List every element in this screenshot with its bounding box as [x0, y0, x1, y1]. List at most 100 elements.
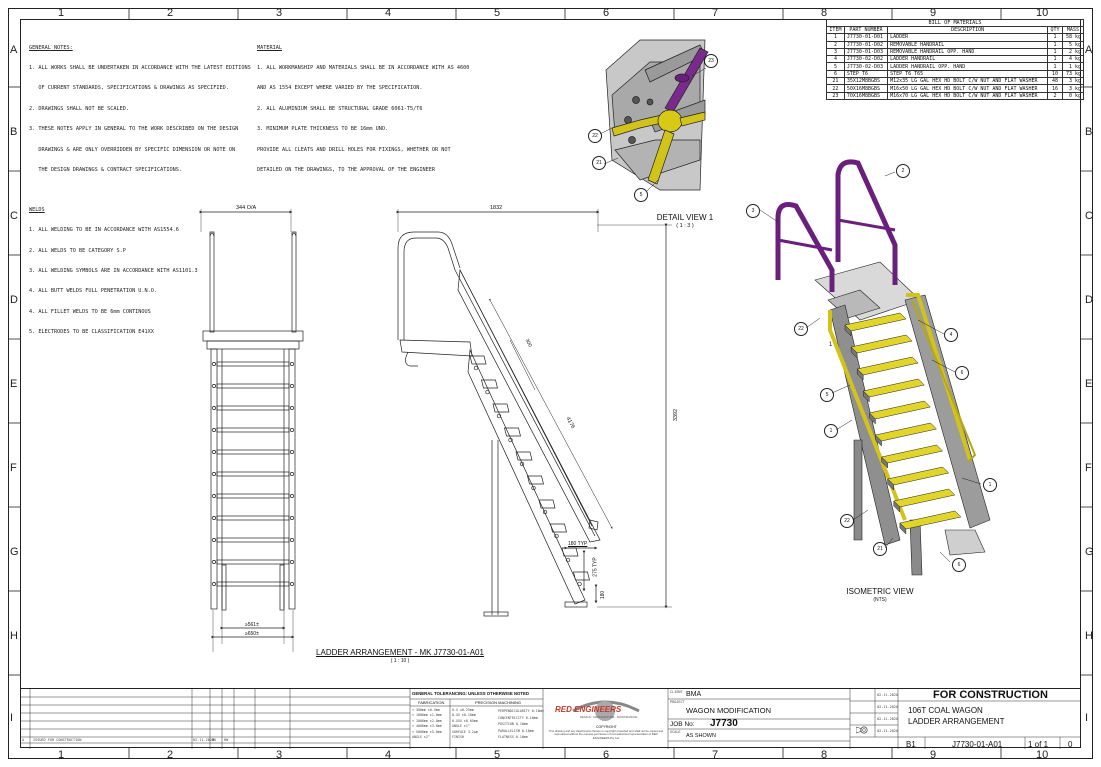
material-notes-title: MATERIAL — [257, 44, 282, 51]
bom-mass: 4 kg — [1061, 55, 1085, 64]
side-step-bolt — [577, 581, 582, 587]
approved-date: 02-11-2020 — [877, 717, 899, 721]
gdt-row: PERPENDICULARITY 0.10mm — [498, 709, 544, 713]
bom-part: 70X16M8BGBS — [843, 91, 889, 100]
side-step-tread — [538, 499, 556, 509]
job-label: JOB No: — [670, 721, 695, 728]
side-step-tread — [492, 403, 510, 413]
zone-row-g-right: G — [1085, 546, 1094, 558]
project-value: WAGON MODIFICATION — [686, 706, 771, 715]
front-step-tread — [216, 471, 290, 477]
zone-row-e: E — [10, 378, 18, 390]
zone-col-1-bottom: 1 — [58, 749, 65, 761]
bom-desc: LADDER HANDRAIL — [887, 55, 1049, 64]
general-note-line: 2. DRAWINGS SHALL NOT BE SCALED. — [29, 105, 129, 112]
weld-notes-title: WELDS — [29, 206, 45, 213]
weld-note-line: 2. ALL WELDS TO BE CATEGORY S.P — [29, 247, 126, 254]
front-step-tread — [216, 405, 290, 411]
bom-mass: 2 kg — [1061, 47, 1085, 57]
bom-header-row: ITEM PART NUMBER DESCRIPTION QTY MASS — [826, 25, 1085, 35]
zone-col-10-bottom: 10 — [1036, 749, 1049, 761]
side-step-bolt — [519, 461, 525, 467]
balloon-23: 23 — [704, 54, 718, 68]
zone-row-i-right: I — [1085, 712, 1089, 724]
front-step-bolt — [212, 362, 216, 366]
side-step-bolt — [508, 437, 513, 443]
bom-col-desc: DESCRIPTION — [887, 25, 1049, 35]
side-step-bolt — [496, 413, 502, 419]
general-note-line: OF CURRENT STANDARDS, SPECIFICATIONS & D… — [29, 85, 229, 92]
front-step-tread — [216, 427, 290, 433]
zone-col-9: 9 — [930, 7, 937, 19]
client-value: BMA — [686, 691, 702, 698]
title-block: A ISSUED FOR CONSTRUCTION 02-11-2020 MK … — [20, 688, 1081, 749]
iso-step-side — [887, 478, 894, 491]
zone-col-6-bottom: 6 — [603, 749, 610, 761]
tol-row: < 2000mm ±2.0mm — [412, 718, 442, 723]
detail-view-scale: ( 1 : 3 ) — [676, 223, 694, 229]
bom-title: BILL OF MATERIALS — [826, 19, 1084, 26]
front-step-bolt — [290, 384, 294, 388]
side-step-bolt — [554, 533, 559, 539]
bom-part: J7730-01-D03 — [843, 47, 889, 57]
balloon-5: 5 — [820, 388, 834, 402]
drawing-inner-border — [20, 19, 1081, 748]
front-step-bolt — [290, 582, 294, 586]
copyright-text: This drawing and any attachments thereto… — [548, 729, 664, 740]
fabrication-label: FABRICATION — [418, 700, 445, 705]
side-step-bolt — [531, 485, 536, 491]
side-step-tread — [573, 571, 590, 581]
issued-date: 02-11-2020 — [877, 729, 899, 733]
iso-step-tread — [874, 422, 938, 442]
zone-col-8: 8 — [821, 7, 828, 19]
balloon-6: 6 — [955, 366, 969, 380]
checked-date: 02-11-2020 — [877, 705, 899, 709]
bom-desc: M16x70 LG GAL HEX HD BOLT C/W NUT AND FL… — [887, 91, 1049, 100]
bom-col-mass: MASS — [1061, 25, 1085, 35]
weld-note-line: 5. ELECTRODES TO BE CLASSIFICATION E41XX — [29, 329, 154, 336]
side-length-dim: 1832 — [490, 205, 503, 211]
revision-number: 0 — [1068, 740, 1073, 749]
front-width-dim: 344 O/A — [236, 205, 257, 211]
side-view — [396, 209, 672, 617]
zone-row-d-right: D — [1085, 294, 1093, 306]
front-step-tread — [216, 581, 290, 587]
front-step-bolt — [290, 472, 294, 476]
iso-step-side — [893, 500, 901, 513]
main-view-title: LADDER ARRANGEMENT - MK J7730-01-A01 — [316, 648, 484, 657]
step-rise-dim: 275 TYP — [592, 557, 599, 577]
general-notes: GENERAL NOTES: 1. ALL WORKS SHALL BE UND… — [29, 31, 251, 343]
front-step-tread — [216, 493, 290, 499]
isometric-view-title: ISOMETRIC VIEW — [846, 587, 914, 596]
balloon-6: 6 — [952, 558, 966, 572]
client-label: CLIENT — [670, 690, 683, 694]
zone-row-h-right: H — [1085, 630, 1093, 642]
balloon-leaders — [599, 67, 982, 563]
material-note-line: PROVIDE ALL CLEATS AND DRILL HOLES FOR F… — [257, 146, 451, 153]
front-step-bolt — [212, 384, 216, 388]
zone-col-5: 5 — [494, 7, 501, 19]
detail-view-title: DETAIL VIEW 1 — [656, 213, 714, 222]
iso-step-tread — [868, 400, 931, 420]
side-step-bolt — [565, 557, 571, 563]
zone-row-c: C — [10, 210, 18, 222]
side-step-tread — [481, 379, 498, 389]
balloon-22: 22 — [840, 514, 854, 528]
front-step-tread — [216, 449, 290, 455]
weld-note-line: 1. ALL WELDING TO BE IN ACCORDANCE WITH … — [29, 227, 179, 234]
gdt-tolerances: PERPENDICULARITY 0.10mm CONCENTRICITY 0.… — [498, 708, 544, 741]
balloon-1: 1 — [824, 424, 838, 438]
mach-row: 0.X ±0.25mm — [452, 708, 474, 712]
bom-mass: 58 kg — [1061, 33, 1085, 42]
bill-of-materials: BILL OF MATERIALS ITEM PART NUMBER DESCR… — [826, 19, 1085, 100]
isometric-view — [775, 159, 991, 576]
drawing-title-1: 106T COAL WAGON — [908, 706, 983, 715]
side-step-bolt — [542, 509, 548, 515]
gdt-row: FLATNESS 0.10mm — [498, 735, 528, 739]
material-notes: MATERIAL 1. ALL WORKMANSHIP AND MATERIAL… — [257, 31, 469, 181]
drawing-title-2: LADDER ARRANGEMENT — [908, 717, 1005, 726]
zone-col-2-bottom: 2 — [167, 749, 174, 761]
zone-col-8-bottom: 8 — [821, 749, 828, 761]
bom-part: J7730-02-D02 — [843, 55, 889, 64]
